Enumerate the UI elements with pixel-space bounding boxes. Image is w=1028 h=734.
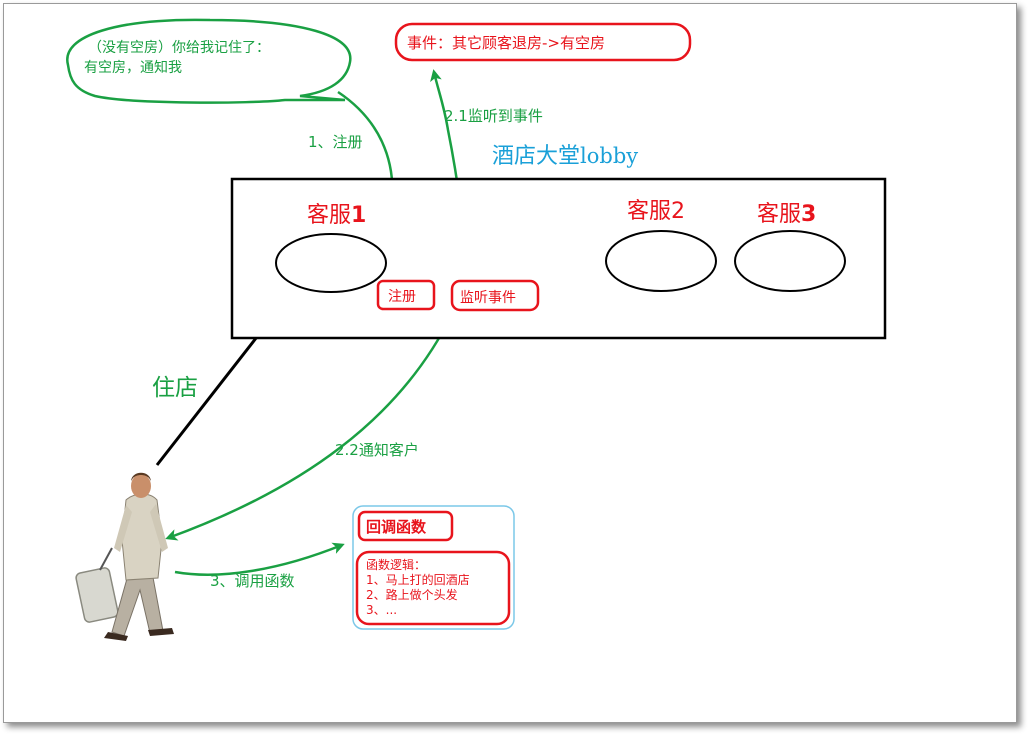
listen-step-label: 2.1监听到事件 xyxy=(444,107,543,125)
speech-bubble: （没有空房）你给我记住了： 有空房，通知我 xyxy=(66,18,352,104)
register-box-label: 注册 xyxy=(388,289,416,305)
agent-3-ellipse xyxy=(734,230,846,292)
listen-box: 监听事件 xyxy=(450,279,540,312)
callback-title-box xyxy=(357,510,454,542)
person-with-suitcase-icon xyxy=(75,472,174,641)
notify-step-label: 2.2通知客户 xyxy=(335,441,419,459)
lobby-title: 酒店大堂lobby xyxy=(492,144,638,169)
callback-logic-line-2: 2、路上做个头发 xyxy=(366,587,458,602)
listen-box-label: 监听事件 xyxy=(460,290,516,306)
event-box: 事件：其它顾客退房->有空房 xyxy=(394,22,692,62)
call-arrow xyxy=(174,542,345,576)
callback-title: 回调函数 xyxy=(366,518,427,536)
callback-logic-line-1: 1、马上打的回酒店 xyxy=(366,572,470,587)
callback-panel: 回调函数 函数逻辑： 1、马上打的回酒店 2、路上做个头发 3、... xyxy=(352,505,515,630)
agent-1-ellipse xyxy=(275,233,387,293)
agent-2-label: 客服2 xyxy=(627,199,685,224)
bubble-line-2: 有空房，通知我 xyxy=(84,59,182,76)
agent-2: 客服2 xyxy=(605,199,717,292)
agent-1: 客服1 xyxy=(275,203,387,293)
notify-arrow xyxy=(165,313,454,541)
callback-logic-title: 函数逻辑： xyxy=(366,557,426,572)
call-step-label: 3、调用函数 xyxy=(210,572,295,590)
lobby-title-cn: 酒店大堂 xyxy=(492,144,580,169)
callback-logic-box xyxy=(355,550,511,626)
agent-3: 客服3 xyxy=(734,202,846,292)
agent-3-label: 客服3 xyxy=(757,202,816,227)
bubble-line-1: （没有空房）你给我记住了： xyxy=(88,40,270,56)
check-in-label: 住店 xyxy=(152,375,198,401)
event-box-label: 事件：其它顾客退房->有空房 xyxy=(407,34,605,52)
register-step-label: 1、注册 xyxy=(308,133,363,151)
agent-2-ellipse xyxy=(605,230,717,292)
callback-logic-line-3: 3、... xyxy=(366,603,397,617)
register-box: 注册 xyxy=(376,279,436,311)
lobby-title-en: lobby xyxy=(580,144,638,168)
agent-1-label: 客服1 xyxy=(307,203,366,228)
